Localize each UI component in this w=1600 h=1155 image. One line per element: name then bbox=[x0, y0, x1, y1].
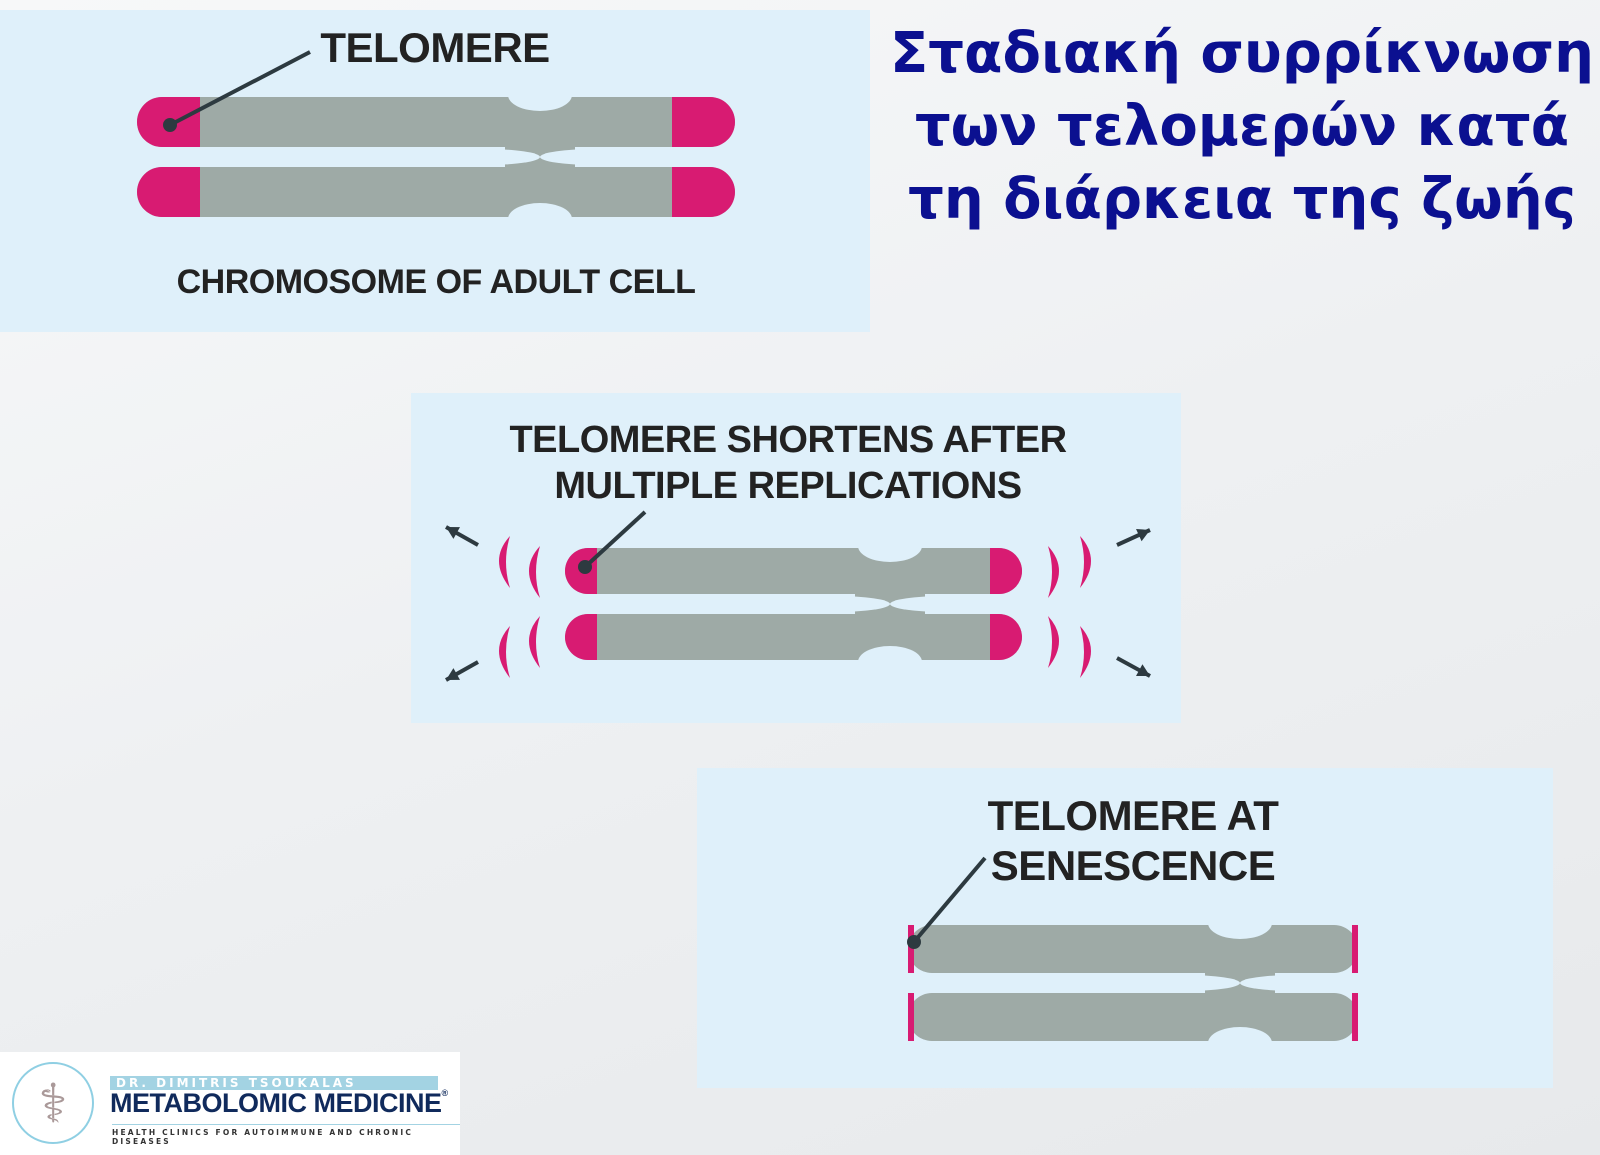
title-line2: των τελομερών κατά bbox=[915, 94, 1569, 159]
telomere-cap bbox=[137, 167, 200, 217]
arrow-head bbox=[1136, 664, 1150, 677]
telomere-cap bbox=[990, 548, 1022, 594]
telomere-fragment bbox=[529, 616, 540, 668]
pointer-dot bbox=[578, 560, 592, 574]
centromere-notch bbox=[1208, 907, 1272, 939]
chromatid-gap bbox=[1130, 975, 1240, 991]
senescence-label-line1: TELOMERE AT bbox=[988, 792, 1280, 839]
senescence-label-line2: SENESCENCE bbox=[991, 842, 1275, 889]
telomere-fragment bbox=[1048, 546, 1059, 598]
pointer-line bbox=[169, 50, 311, 127]
chromatid-gap bbox=[430, 149, 540, 165]
telomere-fragment bbox=[1080, 536, 1091, 588]
chromatid bbox=[908, 925, 1358, 973]
caduceus-icon: ⚕ bbox=[12, 1062, 94, 1144]
chromatid bbox=[565, 614, 1022, 660]
registered-mark: ® bbox=[441, 1088, 448, 1098]
telomere-label: TELOMERE bbox=[320, 24, 549, 71]
telomere-fragment bbox=[1080, 626, 1091, 678]
logo-top-line: DR. DIMITRIS TSOUKALAS bbox=[110, 1076, 438, 1090]
centromere-notch bbox=[858, 646, 922, 678]
centromere-notch bbox=[858, 530, 922, 562]
pointer-dot bbox=[907, 935, 921, 949]
pointer-line bbox=[912, 856, 987, 944]
shortening-label-line1: TELOMERE SHORTENS AFTER bbox=[509, 419, 1066, 461]
title-line3: τη διάρκεια της ζωής bbox=[908, 167, 1576, 232]
telomere-cap bbox=[990, 614, 1022, 660]
telomere-cap bbox=[908, 925, 914, 973]
logo-name-text: METABOLOMIC MEDICINE bbox=[110, 1088, 442, 1118]
adult-caption: CHROMOSOME OF ADULT CELL bbox=[177, 263, 696, 301]
centromere-notch bbox=[508, 79, 572, 111]
title-line1: Σταδιακή συρρίκνωση bbox=[890, 21, 1594, 86]
chromatid bbox=[137, 167, 735, 217]
arrow-head bbox=[446, 527, 460, 539]
shortening-label-line2: MULTIPLE REPLICATIONS bbox=[554, 465, 1021, 507]
chromatid-gap bbox=[780, 596, 890, 612]
pointer-line bbox=[583, 510, 647, 569]
chromatid bbox=[908, 993, 1358, 1041]
telomere-fragment bbox=[499, 536, 510, 588]
telomere-fragment bbox=[499, 626, 510, 678]
clinic-logo: ⚕ DR. DIMITRIS TSOUKALAS METABOLOMIC MED… bbox=[0, 1052, 460, 1155]
chromatid bbox=[137, 97, 735, 147]
chromatid-gap bbox=[540, 149, 650, 165]
centromere-notch bbox=[508, 203, 572, 235]
chromatid-gap bbox=[890, 596, 1000, 612]
telomere-cap bbox=[1352, 925, 1358, 973]
telomere-cap bbox=[565, 614, 597, 660]
logo-tagline: HEALTH CLINICS FOR AUTOIMMUNE AND CHRONI… bbox=[112, 1124, 460, 1146]
chromatid bbox=[565, 548, 1022, 594]
centromere-notch bbox=[1208, 1027, 1272, 1059]
pointer-dot bbox=[163, 118, 177, 132]
telomere-cap bbox=[672, 167, 735, 217]
arrow-head bbox=[446, 668, 460, 680]
telomere-cap bbox=[908, 993, 914, 1041]
chromatid-gap bbox=[1240, 975, 1350, 991]
logo-name: METABOLOMIC MEDICINE® bbox=[110, 1088, 448, 1119]
arrow-head bbox=[1136, 528, 1150, 542]
telomere-cap bbox=[1352, 993, 1358, 1041]
telomere-fragment bbox=[1048, 616, 1059, 668]
telomere-fragment bbox=[529, 546, 540, 598]
telomere-cap bbox=[672, 97, 735, 147]
